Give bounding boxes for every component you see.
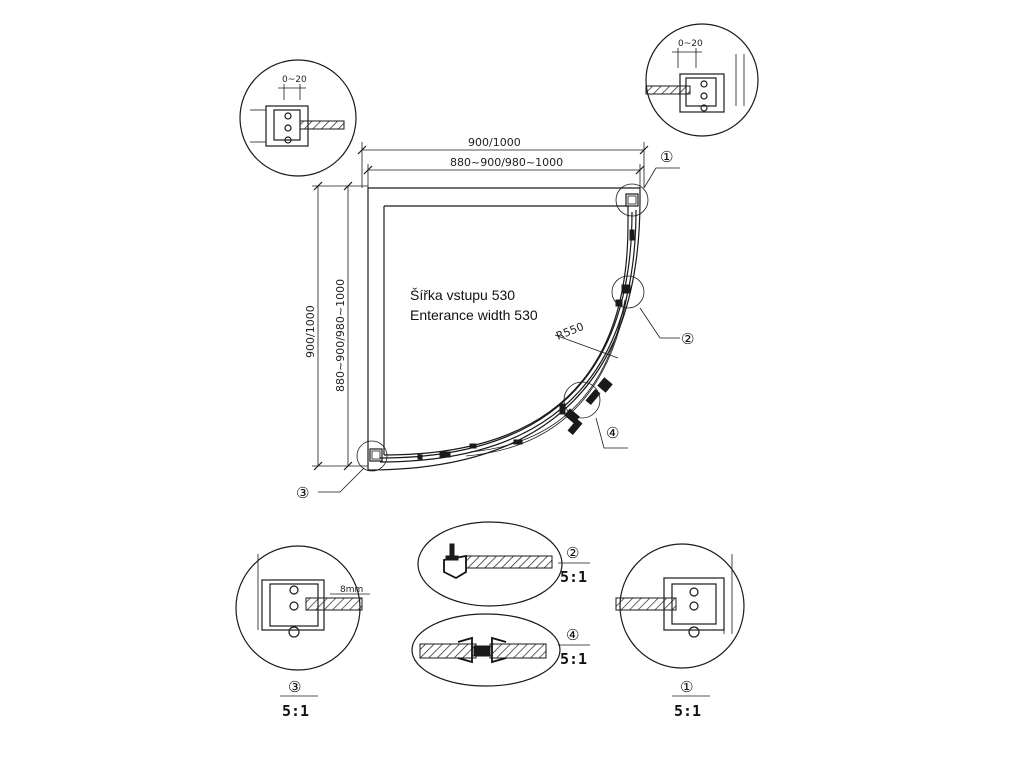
- wall-profile-top: [625, 193, 639, 207]
- gap-label-left: 0~20: [282, 75, 307, 85]
- enclosure-inner-outline: [383, 205, 629, 456]
- wall-profile-top-inner: [627, 195, 637, 205]
- plan-view: [318, 167, 680, 493]
- leader-2: [639, 307, 680, 339]
- wall-profile-left-inner: [371, 450, 381, 460]
- glass-thickness-label: 8mm: [340, 585, 363, 595]
- curved-door-track: [469, 299, 626, 453]
- plan-marker-3: ③: [296, 484, 309, 502]
- detail-1-marker: ①: [680, 678, 693, 696]
- detail-3-scale: 5:1: [282, 702, 309, 720]
- detail-4-view: [411, 613, 561, 687]
- detail-callout-1: [615, 183, 649, 217]
- detail-callout-3: [356, 440, 388, 472]
- horizontal-dimensions: [357, 142, 649, 188]
- enclosure-outer-outline: [367, 187, 641, 471]
- detail-1-scale: 5:1: [674, 702, 701, 720]
- detail-2-scale: 5:1: [560, 568, 587, 586]
- detail-callout-4: [563, 381, 601, 419]
- detail-4-scale: 5:1: [560, 650, 587, 668]
- curved-glass-inner: [379, 211, 633, 459]
- hardware-marks: [417, 229, 635, 460]
- leader-4: [595, 417, 628, 449]
- detail-3-marker: ③: [288, 678, 301, 696]
- dim-inner-depth: 880~900/980~1000: [334, 279, 347, 392]
- detail-2-marker: ②: [566, 544, 579, 562]
- detail-callout-2: [611, 275, 645, 309]
- vertical-dimensions: [312, 181, 368, 471]
- detail-top-left: [239, 59, 357, 177]
- dim-inner-width: 880~900/980~1000: [450, 156, 563, 169]
- wall-profile-left: [369, 448, 383, 462]
- dim-outer-width: 900/1000: [468, 136, 521, 149]
- dim-outer-depth: 900/1000: [304, 305, 317, 358]
- detail-2-view: [417, 521, 563, 607]
- plan-marker-1: ①: [660, 148, 673, 166]
- detail-top-right: [645, 23, 759, 137]
- plan-marker-2: ②: [681, 330, 694, 348]
- detail-1-view: [615, 543, 745, 669]
- leader-3: [318, 467, 365, 493]
- detail-4-marker: ④: [566, 626, 579, 644]
- entrance-note-en: Enterance width 530: [410, 307, 538, 323]
- leader-1: [643, 167, 680, 189]
- dim-radius: R550: [554, 320, 585, 343]
- curved-door-track-2: [465, 289, 629, 457]
- plan-marker-4: ④: [606, 424, 619, 442]
- gap-label-right: 0~20: [678, 39, 703, 49]
- entrance-note-cz: Šířka vstupu 530: [410, 287, 515, 303]
- radius-leader: [554, 334, 619, 359]
- detail-3-view: [235, 545, 370, 671]
